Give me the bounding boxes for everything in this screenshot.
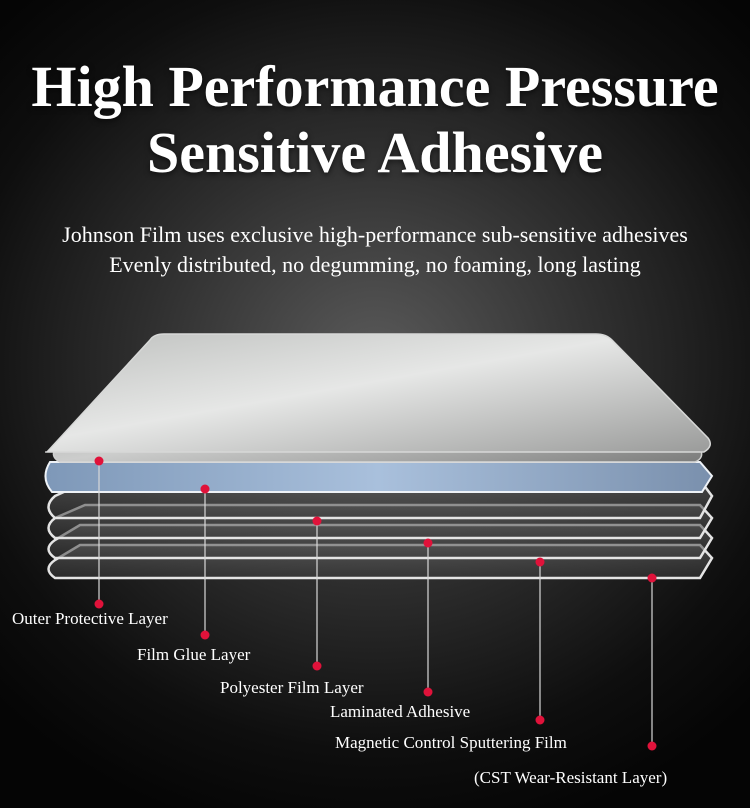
marker-dot [647, 573, 657, 583]
label-cst-wear-resistant-layer: (CST Wear-Resistant Layer) [474, 768, 668, 787]
marker-dot [94, 599, 104, 609]
marker-dot [535, 715, 545, 725]
layer-film-glue [44, 461, 714, 493]
title-line-1: High Performance Pressure [31, 54, 719, 119]
marker-dot [423, 687, 433, 697]
marker-dot [312, 516, 322, 526]
marker-dot [200, 630, 210, 640]
title-line-2: Sensitive Adhesive [147, 120, 603, 185]
label-laminated-adhesive: Laminated Adhesive [330, 702, 471, 721]
marker-dot [423, 538, 433, 548]
marker-dots [94, 456, 657, 751]
marker-dot [200, 484, 210, 494]
label-polyester-film-layer: Polyester Film Layer [220, 678, 364, 697]
label-outer-protective-layer: Outer Protective Layer [12, 609, 168, 628]
marker-dot [647, 741, 657, 751]
label-magnetic-control-sputtering-film: Magnetic Control Sputtering Film [335, 733, 567, 752]
marker-dot [535, 557, 545, 567]
description-line-2: Evenly distributed, no degumming, no foa… [109, 252, 641, 277]
layer-outer-protective [44, 333, 711, 453]
leader-lines [98, 461, 653, 746]
marker-dot [312, 661, 322, 671]
marker-dot [94, 456, 104, 466]
description-line-1: Johnson Film uses exclusive high-perform… [62, 222, 688, 247]
label-film-glue-layer: Film Glue Layer [137, 645, 251, 664]
